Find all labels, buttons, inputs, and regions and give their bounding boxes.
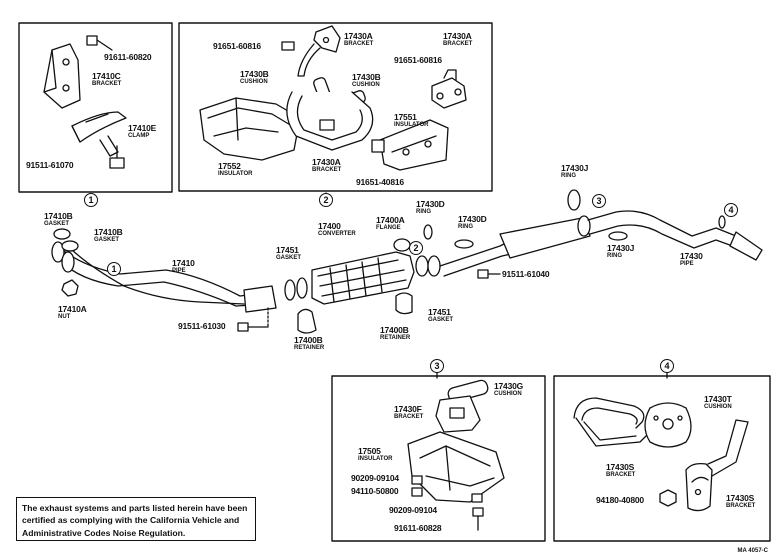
part-label-90209-09104-b: 90209-09104 — [389, 505, 437, 515]
detail-box-2 — [178, 22, 493, 192]
callout-4-pipe: 4 — [724, 203, 738, 217]
bracket-17430s-bottom-drawing — [685, 419, 749, 512]
part-label-91511-61070: 91511-61070 — [26, 160, 74, 170]
callout-3-pipe: 3 — [592, 194, 606, 208]
bolt-91511-61030-drawing — [237, 307, 269, 332]
insulator-17552-drawing — [199, 97, 301, 161]
converter-17400-drawing — [311, 238, 415, 305]
bracket-17430a-top-drawing — [281, 25, 341, 77]
part-label-91511-61030: 91511-61030 — [178, 321, 226, 331]
callout-2-flange: 2 — [409, 241, 423, 255]
front-pipe-17410-drawing — [51, 241, 277, 313]
detail-box-3 — [331, 375, 546, 542]
nut-94180-40800-drawing — [659, 489, 677, 507]
note-line-2: certified as complying with the Californ… — [22, 515, 240, 526]
bracket-17430s-top-drawing — [573, 397, 647, 447]
rings-17430j-drawing — [567, 189, 628, 241]
bracket-17430a-right-drawing — [431, 69, 467, 109]
callout-1-top: 1 — [84, 193, 98, 207]
part-label-94180-40800: 94180-40800 — [596, 495, 644, 505]
callout-2-top: 2 — [319, 193, 333, 207]
part-label-91651-60816-b: 91651-60816 — [394, 55, 442, 65]
note-line-1: The exhaust systems and parts listed her… — [22, 503, 248, 513]
gasket-17451-left-drawing — [284, 277, 308, 301]
drawing-code: MA 4057-C — [737, 548, 768, 554]
part-label-94110-50800: 94110-50800 — [351, 486, 399, 496]
note-line-3: Administrative Codes Noise Regulation. — [22, 527, 186, 538]
detail-box-4 — [553, 375, 771, 542]
bracket-17430f-drawing — [435, 395, 481, 433]
fasteners-box3-drawing — [411, 475, 484, 531]
callout-1-pipe: 1 — [107, 262, 121, 276]
insulator-17551-drawing — [371, 119, 449, 171]
part-label-91611-60828: 91611-60828 — [394, 523, 442, 533]
part-label-91611-60820: 91611-60820 — [104, 52, 152, 62]
part-label-91511-61040: 91511-61040 — [502, 269, 550, 279]
bolt-91511-61040-drawing — [477, 269, 501, 279]
cushion-17430t-drawing — [644, 402, 692, 448]
bracket-17410c-drawing — [43, 35, 113, 109]
retainers-17400b-drawing — [297, 292, 413, 334]
gaskets-17410b-drawing — [53, 228, 79, 252]
california-certification-note: The exhaust systems and parts listed her… — [16, 497, 256, 541]
callout-4-box: 4 — [660, 359, 674, 373]
part-label-90209-09104-a: 90209-09104 — [351, 473, 399, 483]
flange-17400a-gaskets-drawing — [415, 224, 474, 277]
callout-3-box: 3 — [430, 359, 444, 373]
nut-17410a-drawing — [61, 279, 79, 297]
part-label-91651-60816-a: 91651-60816 — [213, 41, 261, 51]
bracket-17430a-lower-drawing — [286, 91, 374, 151]
clamp-17410e-drawing — [71, 111, 127, 169]
part-label-91651-40816: 91651-40816 — [356, 177, 404, 187]
detail-box-1 — [18, 22, 173, 193]
tail-pipe-17430-drawing — [439, 210, 763, 277]
